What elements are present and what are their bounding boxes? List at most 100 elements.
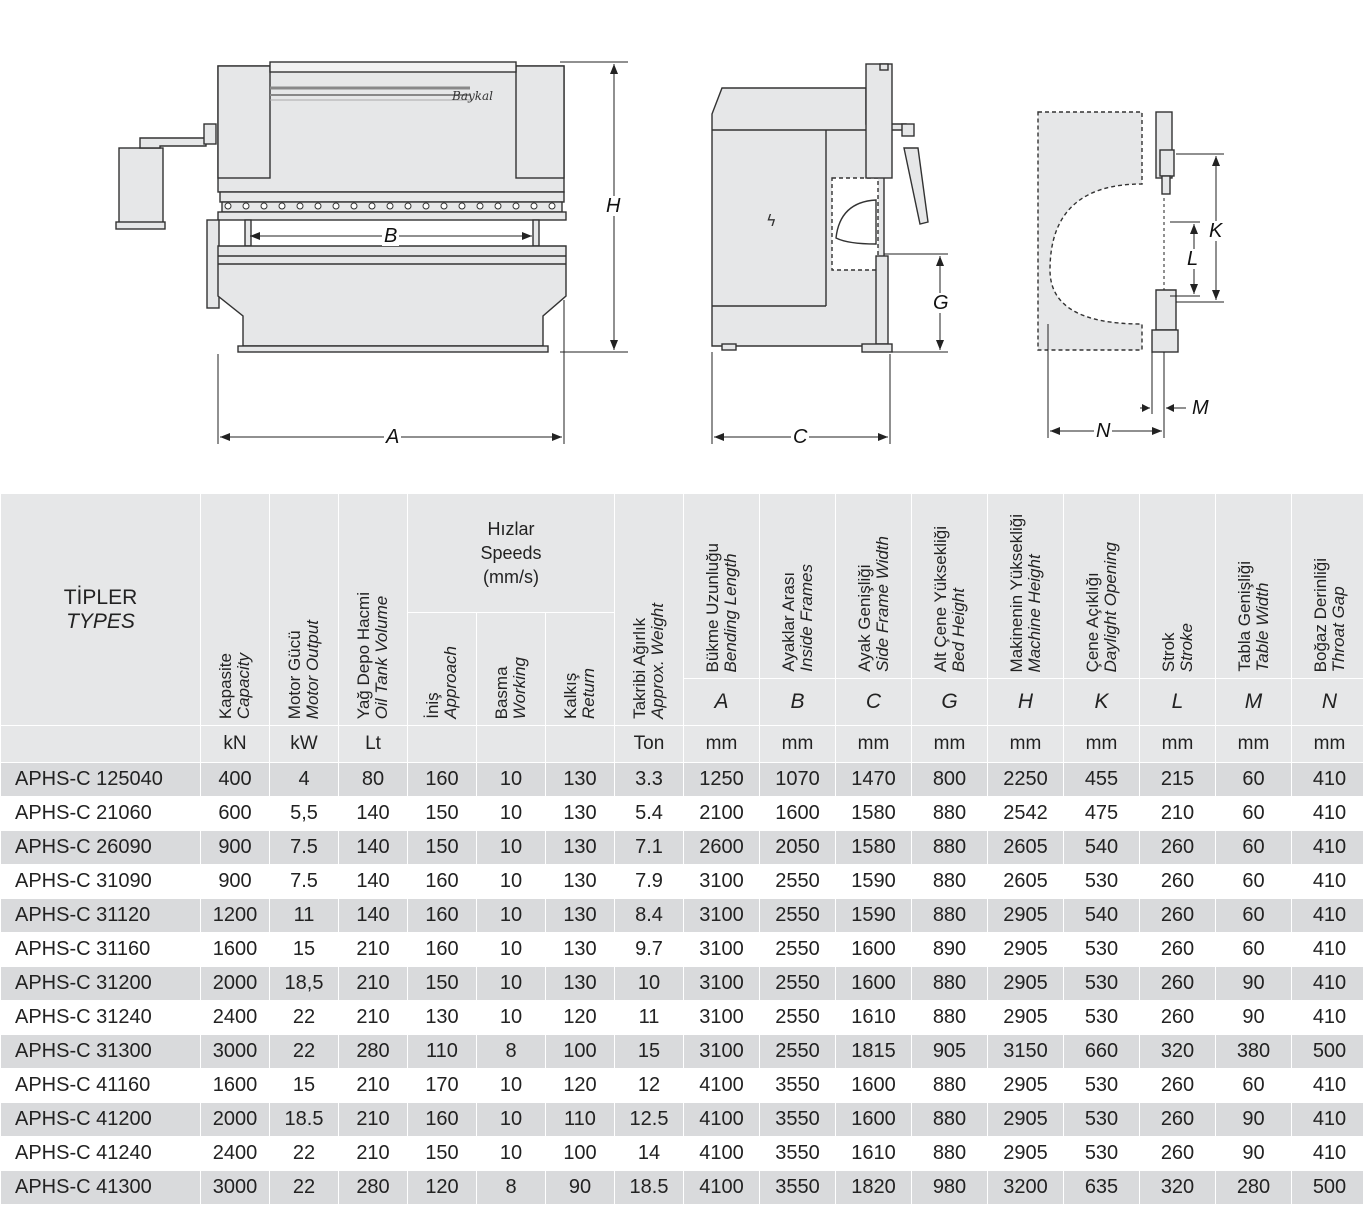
cell-working: 10 xyxy=(477,865,546,899)
column-header-en: Oil Tank Volume xyxy=(373,592,391,719)
cell-oil: 210 xyxy=(339,1001,408,1035)
column-header-tr: İniş xyxy=(424,646,442,719)
model-name: APHS-C 41160 xyxy=(1,1069,201,1103)
cell-working: 10 xyxy=(477,831,546,865)
cell-return: 100 xyxy=(546,1035,615,1069)
cell-G: 880 xyxy=(912,1001,988,1035)
cell-return: 110 xyxy=(546,1103,615,1137)
cell-B: 1070 xyxy=(760,763,836,797)
cell-oil: 280 xyxy=(339,1035,408,1069)
cell-H: 2605 xyxy=(988,831,1064,865)
cell-L: 260 xyxy=(1140,831,1216,865)
cell-N: 500 xyxy=(1292,1171,1363,1205)
unit-K: mm xyxy=(1064,726,1140,763)
cell-motor: 5,5 xyxy=(270,797,339,831)
dim-label-n: N xyxy=(1094,421,1112,441)
column-header-tr: Ayak Genişliği xyxy=(856,536,874,672)
cell-motor: 18.5 xyxy=(270,1103,339,1137)
cell-C: 1820 xyxy=(836,1171,912,1205)
cell-B: 2550 xyxy=(760,865,836,899)
cell-M: 90 xyxy=(1216,967,1292,1001)
cell-K: 530 xyxy=(1064,1137,1140,1171)
column-header-tr: Çene Açıklığı xyxy=(1084,542,1102,672)
column-header-tr: Boğaz Derinliği xyxy=(1312,558,1330,672)
cell-A: 4100 xyxy=(684,1069,760,1103)
cell-A: 4100 xyxy=(684,1171,760,1205)
column-header-en: Capacity xyxy=(235,653,253,719)
cell-weight: 9.7 xyxy=(615,933,684,967)
column-header-tr: Alt Çene Yüksekliği xyxy=(932,526,950,672)
dim-label-h: H xyxy=(604,196,622,216)
cell-capacity: 1600 xyxy=(201,1069,270,1103)
column-header-en: Working xyxy=(511,657,529,719)
cell-oil: 80 xyxy=(339,763,408,797)
throat-frame xyxy=(1038,112,1142,350)
cell-N: 410 xyxy=(1292,1001,1363,1035)
model-name: APHS-C 31300 xyxy=(1,1035,201,1069)
cell-M: 60 xyxy=(1216,831,1292,865)
cell-return: 120 xyxy=(546,1069,615,1103)
cell-capacity: 3000 xyxy=(201,1171,270,1205)
column-header-tr: Ayaklar Arası xyxy=(780,564,798,672)
dimension-letter-K: K xyxy=(1064,679,1140,726)
cell-L: 260 xyxy=(1140,1103,1216,1137)
dim-label-m: M xyxy=(1190,398,1211,418)
cell-L: 320 xyxy=(1140,1035,1216,1069)
cell-N: 410 xyxy=(1292,1137,1363,1171)
cell-C: 1815 xyxy=(836,1035,912,1069)
column-header-tr: Yağ Depo Hacmi xyxy=(355,592,373,719)
dimension-letter-A: A xyxy=(684,679,760,726)
cell-B: 2050 xyxy=(760,831,836,865)
cell-L: 260 xyxy=(1140,967,1216,1001)
cell-return: 130 xyxy=(546,797,615,831)
cell-working: 8 xyxy=(477,1171,546,1205)
cell-H: 2905 xyxy=(988,933,1064,967)
electric-warning-icon: ϟ xyxy=(766,211,777,230)
model-name: APHS-C 31200 xyxy=(1,967,201,1001)
cell-approach: 160 xyxy=(408,933,477,967)
cell-M: 90 xyxy=(1216,1001,1292,1035)
cell-H: 2905 xyxy=(988,1069,1064,1103)
cell-motor: 18,5 xyxy=(270,967,339,1001)
cell-H: 2250 xyxy=(988,763,1064,797)
cell-motor: 15 xyxy=(270,1069,339,1103)
cell-G: 905 xyxy=(912,1035,988,1069)
cell-N: 410 xyxy=(1292,763,1363,797)
cell-return: 100 xyxy=(546,1137,615,1171)
cell-oil: 140 xyxy=(339,831,408,865)
cell-capacity: 2000 xyxy=(201,967,270,1001)
column-header-en: Approach xyxy=(442,646,460,719)
model-name: APHS-C 31240 xyxy=(1,1001,201,1035)
model-name: APHS-C 41300 xyxy=(1,1171,201,1205)
cell-C: 1600 xyxy=(836,1069,912,1103)
cell-A: 3100 xyxy=(684,967,760,1001)
cell-motor: 22 xyxy=(270,1001,339,1035)
column-header-en: Bending Length xyxy=(722,543,740,672)
model-name: APHS-C 31160 xyxy=(1,933,201,967)
column-header-en: Approx. Weight xyxy=(649,603,667,719)
column-header-tr: Bükme Uzunluğu xyxy=(704,543,722,672)
cell-C: 1610 xyxy=(836,1001,912,1035)
unit-return xyxy=(546,726,615,763)
cell-M: 90 xyxy=(1216,1103,1292,1137)
cell-return: 130 xyxy=(546,933,615,967)
cell-M: 90 xyxy=(1216,1137,1292,1171)
unit-motor: kW xyxy=(270,726,339,763)
dim-label-a: A xyxy=(384,427,401,447)
types-header-tr: TİPLER xyxy=(1,586,200,610)
cell-G: 880 xyxy=(912,1103,988,1137)
column-header-tr: Makinenin Yüksekliği xyxy=(1008,514,1026,672)
cell-weight: 18.5 xyxy=(615,1171,684,1205)
cell-B: 2550 xyxy=(760,967,836,1001)
cell-oil: 140 xyxy=(339,865,408,899)
cell-N: 410 xyxy=(1292,831,1363,865)
